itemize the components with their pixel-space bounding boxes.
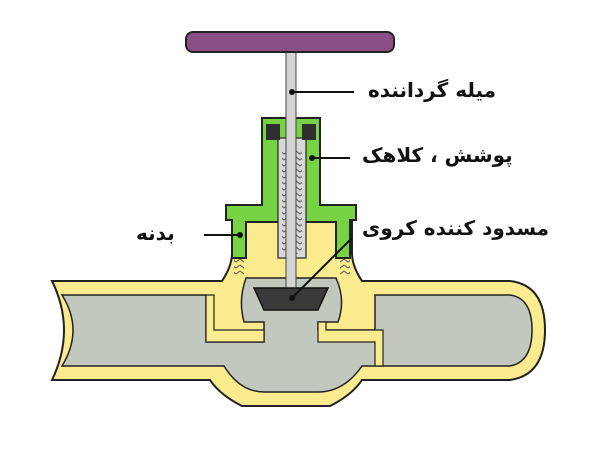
handwheel: [185, 31, 395, 53]
leader-dots: [237, 89, 315, 301]
label-bonnet: پوشش ، کلاهک: [362, 143, 513, 167]
label-body: بدنه: [136, 221, 175, 245]
leader-disc: [291, 237, 353, 299]
leader-lines: [204, 91, 354, 299]
seat-partition: [205, 294, 265, 343]
label-disc: مسدود کننده کروی: [362, 216, 550, 240]
packing-left: [266, 124, 280, 140]
body-cavity: [60, 277, 533, 393]
packing-right: [302, 124, 316, 140]
stem: [285, 49, 297, 291]
label-stem: میله گرداننده: [368, 78, 497, 102]
valve-body: [50, 221, 547, 407]
seat-partition-right: [317, 321, 384, 367]
